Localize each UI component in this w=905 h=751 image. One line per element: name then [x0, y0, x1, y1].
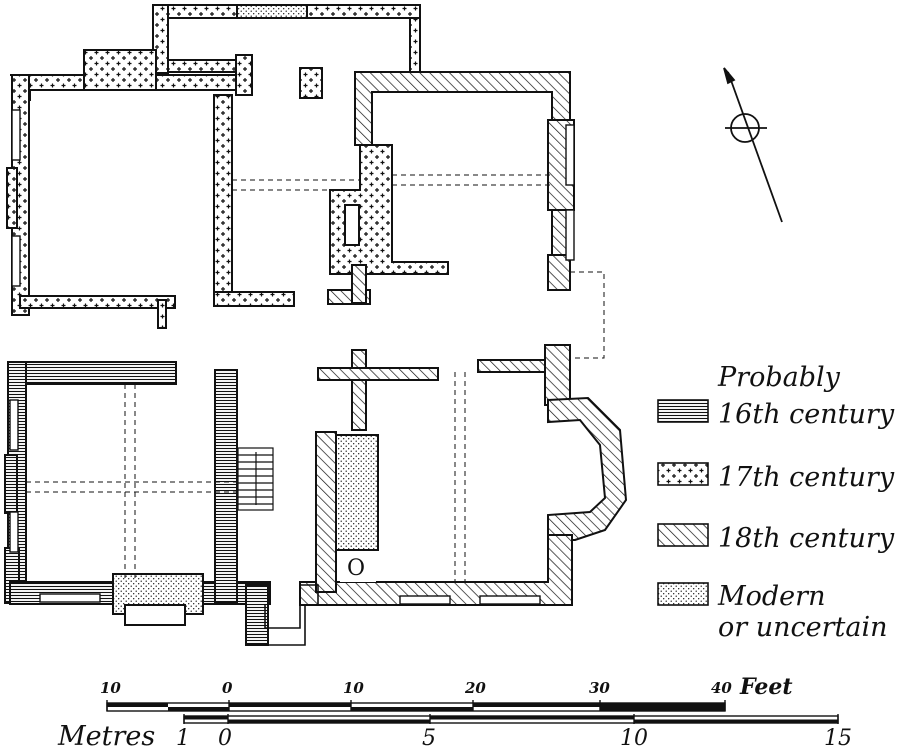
windows — [9, 109, 575, 605]
metres-tick-label: 0 — [218, 726, 232, 751]
wing-17th-century-walls — [6, 4, 449, 329]
room-marker: O — [347, 556, 365, 581]
floor-plan: O — [4, 4, 628, 646]
legend-swatch-modern — [657, 582, 709, 606]
feet-tick-label: 30 — [589, 679, 610, 697]
legend-label-17th: 17th century — [718, 462, 895, 493]
legend: Probably 16th century 17th century 18th … — [657, 362, 895, 643]
metres-tick-label: 5 — [422, 726, 436, 751]
wing-18th-century-walls — [299, 71, 628, 606]
legend-label-modern-line2: or uncertain — [718, 612, 888, 643]
scale-metres: Metres 1 0 5 10 15 — [57, 714, 852, 751]
legend-label-modern: Modern — [717, 581, 825, 612]
legend-label-18th: 18th century — [718, 523, 895, 554]
legend-label-16th: 16th century — [718, 399, 895, 430]
feet-tick-label: 10 — [343, 679, 364, 697]
legend-swatch-16th — [657, 399, 709, 423]
north-arrow-icon — [723, 67, 783, 223]
feet-tick-label: 20 — [464, 679, 486, 697]
feet-tick-label: 0 — [222, 679, 233, 697]
legend-heading: Probably — [717, 362, 841, 393]
central-passage — [250, 584, 319, 646]
beam-lines — [26, 174, 605, 582]
scale-feet: 10 0 10 20 30 40 Feet — [100, 674, 793, 712]
feet-tick-label: 10 — [100, 679, 121, 697]
feet-tick-label: 40 — [711, 679, 732, 697]
metres-tick-label: 10 — [620, 726, 648, 751]
legend-swatch-18th — [657, 523, 709, 547]
metres-tick-label: 1 — [176, 726, 190, 751]
metres-unit-label: Metres — [57, 721, 155, 751]
modern-block — [236, 4, 379, 551]
metres-tick-label: 15 — [824, 726, 852, 751]
feet-unit-label: Feet — [739, 674, 793, 700]
legend-swatch-17th — [657, 462, 709, 486]
